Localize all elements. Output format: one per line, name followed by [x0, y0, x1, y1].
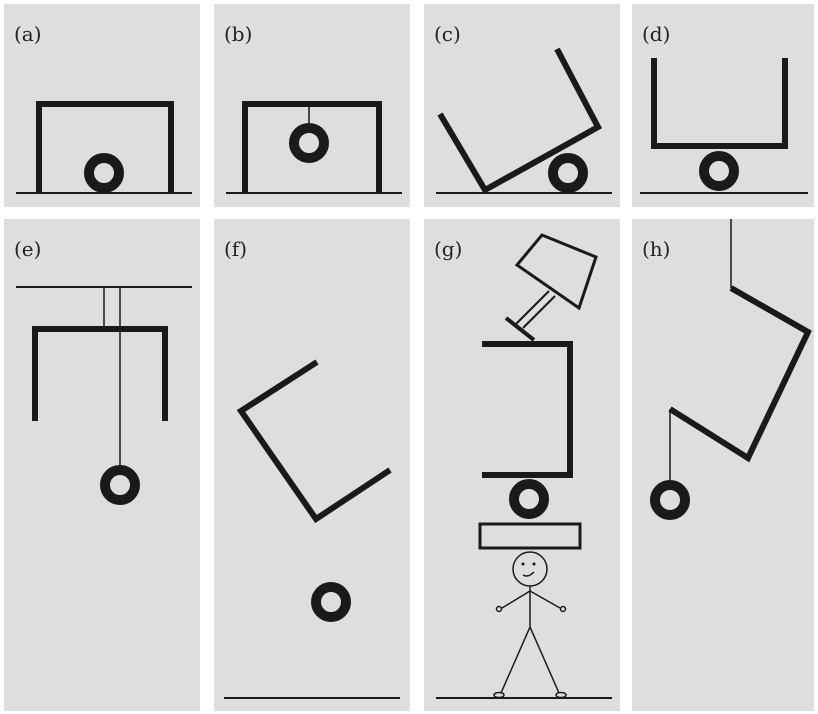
ring-object: [105, 470, 135, 500]
panel-h: (h): [632, 219, 814, 711]
person-leg-right: [530, 627, 559, 693]
panel-c-drawing: [424, 4, 620, 207]
panel-e: (e): [4, 219, 200, 711]
panel-d: (d): [632, 4, 814, 207]
person-arm-left: [502, 591, 530, 608]
panel-d-drawing: [632, 4, 814, 207]
inverted-frame: [654, 58, 785, 146]
person-foot-left: [494, 693, 504, 698]
lamp-shade: [517, 235, 596, 308]
panel-b-drawing: [214, 4, 410, 207]
hanging-frame: [35, 329, 165, 421]
panel-h-drawing: [632, 219, 814, 711]
panel-g-drawing: [424, 219, 620, 711]
person-foot-right: [556, 693, 566, 698]
panel-a-drawing: [4, 4, 200, 207]
panel-a: (a): [4, 4, 200, 207]
ring-object: [704, 156, 734, 186]
ring-object: [89, 158, 119, 188]
panel-c: (c): [424, 4, 620, 207]
person-eye-left: [522, 563, 525, 566]
ring-object: [316, 587, 346, 617]
person-smile: [523, 572, 534, 576]
ring-object: [655, 485, 685, 515]
ring-object: [294, 128, 324, 158]
ring-object: [514, 484, 544, 514]
panel-f-drawing: [214, 219, 410, 711]
u-frame: [245, 104, 379, 193]
z-frame: [670, 288, 808, 458]
bracket-frame: [482, 344, 570, 475]
u-frame: [39, 104, 171, 193]
ring-object: [553, 158, 583, 188]
person-leg-left: [501, 627, 530, 693]
person-hand-left: [497, 607, 502, 612]
plank: [480, 524, 580, 548]
person-head: [513, 552, 547, 586]
person-hand-right: [561, 607, 566, 612]
panel-e-drawing: [4, 219, 200, 711]
panel-b: (b): [214, 4, 410, 207]
panel-f: (f): [214, 219, 410, 711]
tilted-frame: [440, 49, 598, 190]
person-eye-right: [533, 563, 536, 566]
person-arm-right: [530, 591, 560, 608]
panel-g: (g): [424, 219, 620, 711]
falling-frame: [241, 362, 390, 519]
